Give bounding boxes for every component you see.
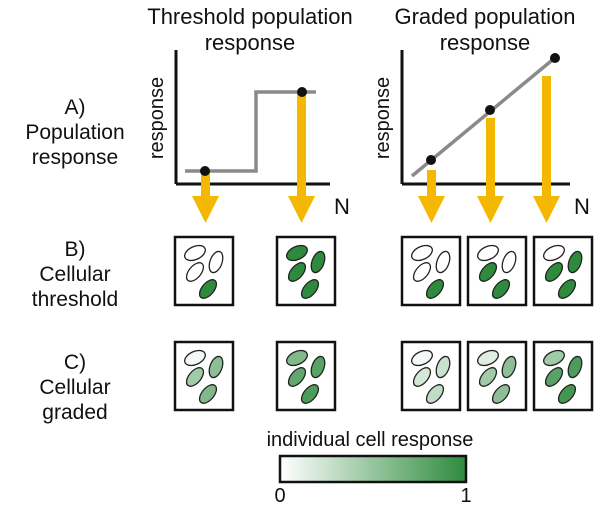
threshold-title-line2: response xyxy=(204,30,296,56)
threshold-point-low xyxy=(200,166,210,176)
cell-panel-threshold-1-cellular-graded xyxy=(173,340,235,412)
cell-4 xyxy=(557,384,577,404)
cell-1 xyxy=(286,244,308,262)
threshold-title-line1: Threshold population xyxy=(147,4,353,29)
row-label-cellular-threshold: B) Cellular threshold xyxy=(0,237,150,313)
cell-panel-graded-1-cellular-threshold xyxy=(400,235,462,307)
row-a-letter: A) xyxy=(64,96,86,119)
colorbar-min-label: 0 xyxy=(274,485,286,507)
row-c-line2: graded xyxy=(42,401,108,425)
cell-panel-threshold-2-cellular-threshold xyxy=(275,235,337,307)
cell-4 xyxy=(198,384,218,404)
cell-panel-graded-1-cellular-graded xyxy=(400,340,462,412)
row-b-letter: B) xyxy=(64,238,86,261)
cell-4 xyxy=(300,279,320,299)
cell-2 xyxy=(435,355,451,379)
row-b-line2: threshold xyxy=(31,288,119,312)
graded-point-high xyxy=(550,53,560,63)
cell-4 xyxy=(425,279,445,299)
cell-3 xyxy=(478,367,498,387)
row-a-line1: Population xyxy=(25,121,125,145)
cell-1 xyxy=(543,349,565,367)
cell-4 xyxy=(425,384,445,404)
graded-linear-curve xyxy=(410,55,558,178)
cell-2 xyxy=(310,250,326,274)
cell-1 xyxy=(411,244,433,262)
cell-1 xyxy=(543,244,565,262)
cell-panel-graded-3-cellular-graded xyxy=(532,340,594,412)
graded-y-axis-label: response xyxy=(372,77,394,159)
row-label-cellular-graded: C) Cellular graded xyxy=(0,350,150,426)
threshold-bar-high xyxy=(297,92,306,196)
cell-2 xyxy=(501,355,517,379)
threshold-plot: response xyxy=(146,50,330,196)
row-c-line1: Cellular xyxy=(39,376,111,400)
cell-panel-threshold-2-cellular-graded xyxy=(275,340,337,412)
cell-panel-threshold-1-cellular-threshold xyxy=(173,235,235,307)
arrow-heads xyxy=(192,196,560,223)
row-a-line2: response xyxy=(31,146,119,170)
cell-panel-graded-3-cellular-threshold xyxy=(532,235,594,307)
arrow-head-graded-low xyxy=(418,196,445,223)
graded-bar-mid xyxy=(486,118,495,196)
graded-title-line2: response xyxy=(439,30,531,56)
arrow-head-graded-mid xyxy=(477,196,504,223)
cell-panels xyxy=(173,235,594,412)
cell-3 xyxy=(478,262,498,282)
graded-title: Graded population response xyxy=(370,4,600,57)
graded-point-low xyxy=(426,155,436,165)
cell-4 xyxy=(491,279,511,299)
colorbar-max-label: 1 xyxy=(460,485,472,507)
row-c-letter: C) xyxy=(63,351,87,374)
cell-3 xyxy=(544,367,564,387)
cell-4 xyxy=(198,279,218,299)
graded-bar-low xyxy=(427,170,436,196)
cell-1 xyxy=(184,349,206,367)
cell-2 xyxy=(567,250,583,274)
arrow-head-graded-high xyxy=(533,196,560,223)
cell-3 xyxy=(287,262,307,282)
cell-3 xyxy=(185,262,205,282)
cell-panel-graded-2-cellular-threshold xyxy=(466,235,528,307)
cell-4 xyxy=(491,384,511,404)
cell-3 xyxy=(287,367,307,387)
cell-2 xyxy=(567,355,583,379)
cell-1 xyxy=(411,349,433,367)
cell-2 xyxy=(435,250,451,274)
cell-2 xyxy=(501,250,517,274)
arrow-head-threshold-low xyxy=(192,196,219,223)
cell-4 xyxy=(300,384,320,404)
graded-bar-high xyxy=(542,76,551,196)
threshold-y-axis-label: response xyxy=(146,77,168,159)
cell-2 xyxy=(310,355,326,379)
threshold-title: Threshold population response xyxy=(140,4,360,57)
graded-title-line1: Graded population xyxy=(394,4,576,29)
x-axis-label-threshold: N xyxy=(334,194,350,219)
colorbar xyxy=(278,454,468,484)
cell-4 xyxy=(557,279,577,299)
graded-point-mid xyxy=(485,105,495,115)
cell-3 xyxy=(544,262,564,282)
cell-3 xyxy=(185,367,205,387)
threshold-point-high xyxy=(297,87,307,97)
cell-1 xyxy=(286,349,308,367)
x-axis-label-graded: N xyxy=(574,194,590,219)
cell-1 xyxy=(477,349,499,367)
cell-3 xyxy=(412,367,432,387)
colorbar-title: individual cell response xyxy=(266,429,474,451)
row-b-line1: Cellular xyxy=(39,263,111,287)
cell-1 xyxy=(184,244,206,262)
cell-2 xyxy=(208,250,224,274)
threshold-bar-low xyxy=(201,171,210,196)
cell-3 xyxy=(412,262,432,282)
cell-panel-graded-2-cellular-graded xyxy=(466,340,528,412)
row-label-population-response: A) Population response xyxy=(0,95,150,171)
cell-2 xyxy=(208,355,224,379)
threshold-step-curve xyxy=(185,90,316,173)
cell-1 xyxy=(477,244,499,262)
graded-plot: response xyxy=(372,50,570,196)
arrow-head-threshold-high xyxy=(288,196,315,223)
